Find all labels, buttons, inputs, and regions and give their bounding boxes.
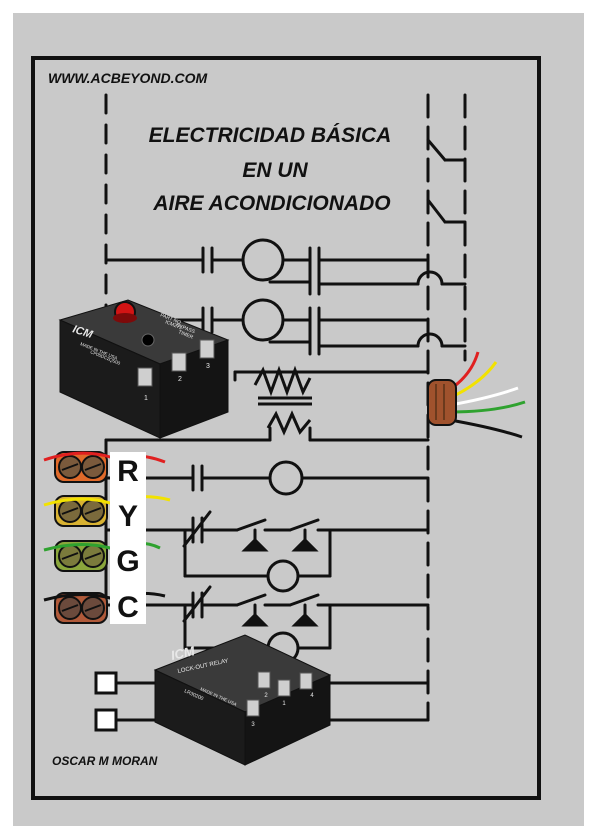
timer-line2: TIMER: [177, 329, 194, 341]
timer-terminal-2: 2: [178, 376, 182, 383]
compressor-motor-symbol: [241, 238, 285, 282]
bypass-timer-module: ICM PART NO ICM275 BYPASS TIMER MADE IN …: [58, 299, 230, 439]
fan-motor-symbol: [241, 298, 285, 342]
website-label: WWW.ACBEYOND.COM: [48, 70, 207, 86]
terminal-letter-r: R: [117, 455, 139, 488]
terminal-letter-strip: [110, 452, 146, 624]
timer-terminal-3: 3: [206, 363, 210, 370]
terminal-block-c: [43, 591, 166, 624]
author-label: OSCAR M MORAN: [52, 754, 158, 768]
external-terminal-2: [94, 708, 118, 732]
title-line-1: ELECTRICIDAD BÁSICA: [149, 124, 392, 147]
timer-terminal-1: 1: [144, 395, 148, 402]
terminal-block-r: [43, 451, 166, 483]
relay-terminal-2: 2: [264, 693, 268, 699]
transformer-symbol: [253, 365, 312, 436]
relay-terminal-4: 4: [310, 693, 314, 699]
external-terminal-1: [94, 671, 118, 695]
terminal-letter-g: G: [116, 545, 139, 578]
terminal-letter-c: C: [117, 591, 139, 624]
title-line-2: EN UN: [242, 159, 308, 182]
thermostat-cable: [427, 351, 526, 439]
relay-brand: ICM: [170, 643, 198, 663]
relay-terminal-1: 1: [282, 701, 286, 707]
adjust-hole: [141, 333, 155, 347]
terminal-block-g: [43, 540, 161, 572]
relay-terminal-3: 3: [251, 722, 255, 728]
contactor-coil-symbol: [268, 460, 304, 496]
lockout-relay-module: ICM LOCK-OUT RELAY LR30200 MADE IN THE U…: [153, 634, 332, 766]
terminal-block-y: [43, 495, 171, 527]
terminal-letter-y: Y: [118, 500, 138, 533]
outer-frame: [31, 56, 541, 800]
title-line-3: AIRE ACONDICIONADO: [152, 192, 390, 215]
relay-coil-y-symbol: [266, 559, 300, 593]
